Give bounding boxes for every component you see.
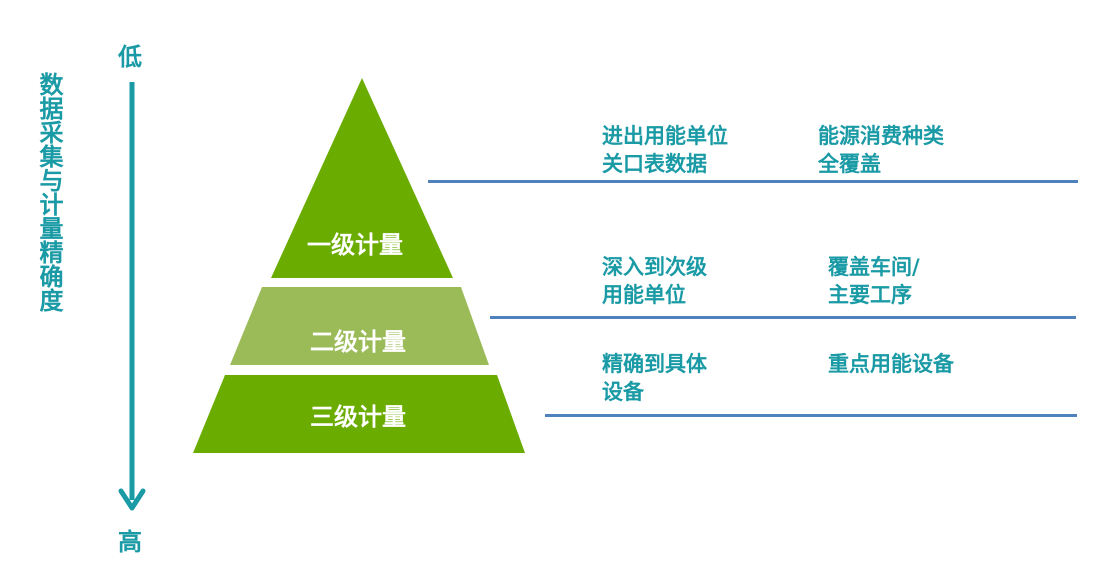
- level-3-divider: [545, 414, 1077, 417]
- level-2-coverage: 覆盖车间/ 主要工序: [828, 255, 920, 307]
- pyramid-level-3: [193, 375, 525, 453]
- pyramid-level-1: [271, 78, 453, 278]
- level-1-divider: [428, 180, 1078, 183]
- level-2-label: 二级计量: [310, 328, 406, 356]
- axis-low-label: 低: [118, 43, 142, 71]
- level-3-label: 三级计量: [310, 403, 406, 431]
- level-1-label: 一级计量: [307, 231, 403, 259]
- level-3-scope: 精确到具体 设备: [602, 352, 707, 404]
- axis-title: 数据采集与计量精确度: [35, 72, 63, 312]
- level-1-scope: 进出用能单位 关口表数据: [602, 124, 728, 176]
- level-1-coverage: 能源消费种类 全覆盖: [818, 124, 944, 176]
- axis-high-label: 高: [118, 528, 142, 556]
- pyramid-level-2: [230, 287, 489, 365]
- level-2-scope: 深入到次级 用能单位: [602, 255, 707, 307]
- level-3-coverage: 重点用能设备: [828, 352, 954, 376]
- level-2-divider: [490, 316, 1076, 319]
